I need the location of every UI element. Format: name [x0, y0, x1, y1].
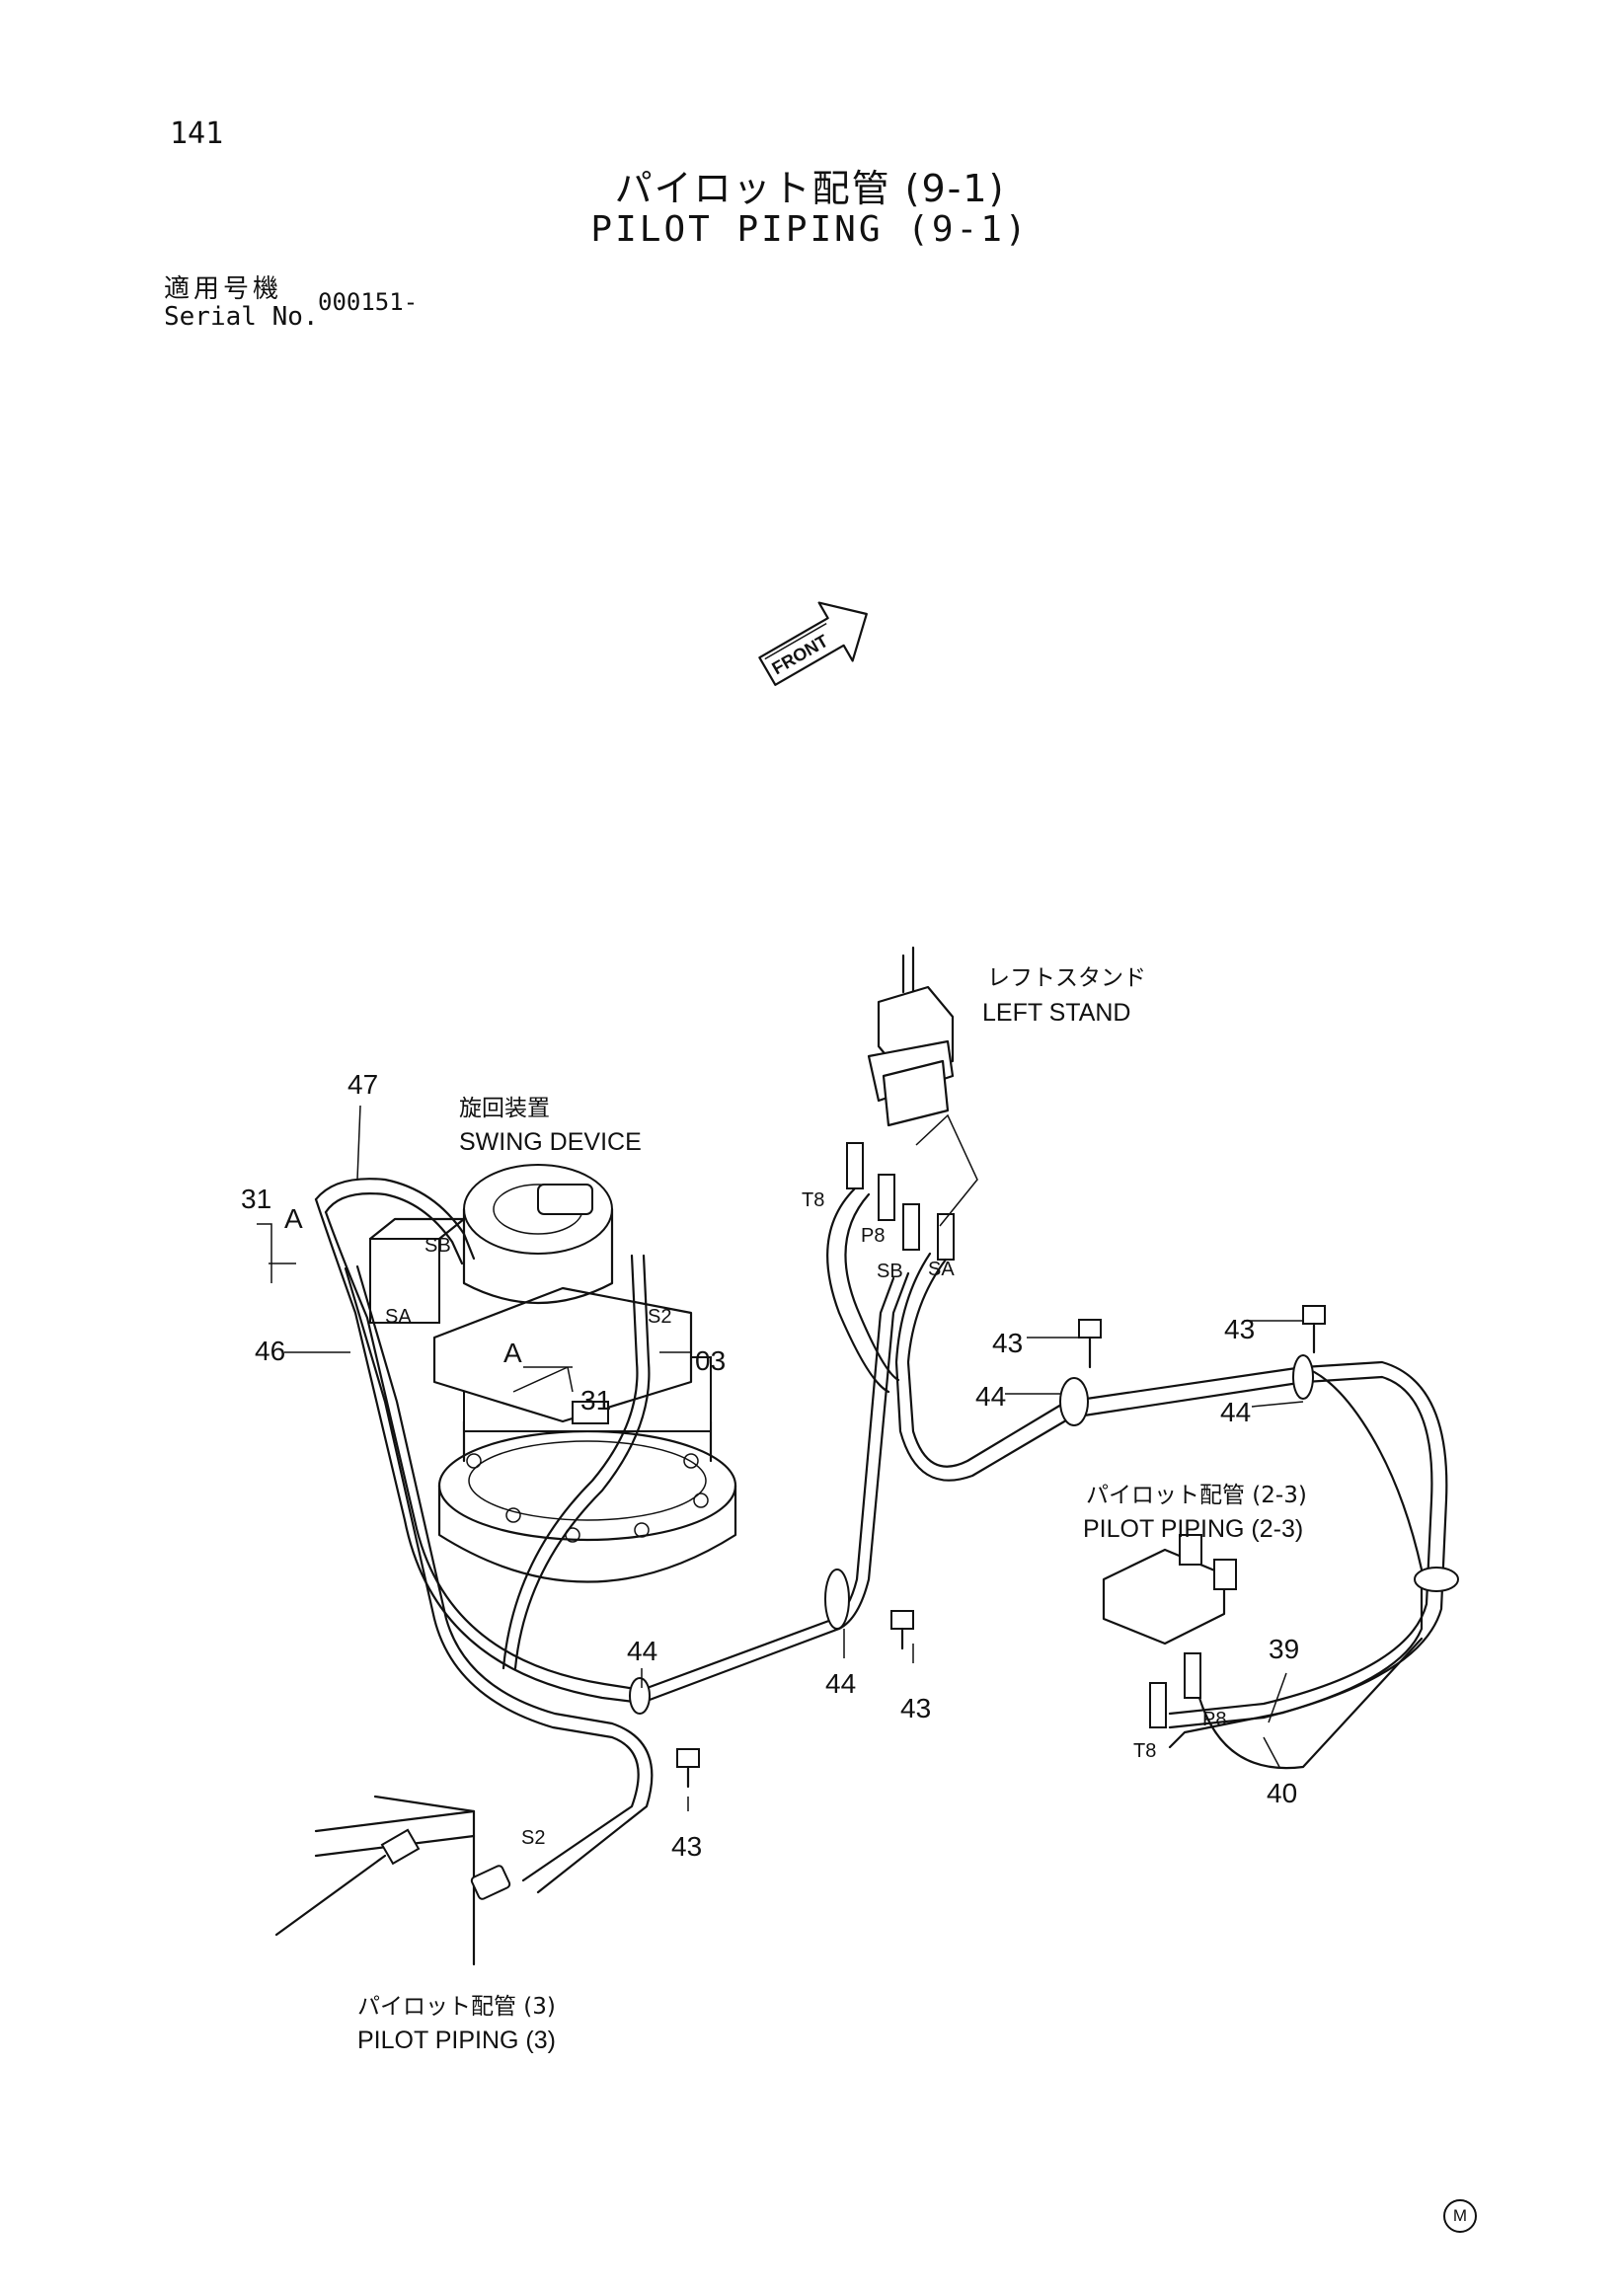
part-number-43: 43: [1224, 1314, 1255, 1344]
part-number-44: 44: [825, 1668, 856, 1699]
port-label-sb: SB: [877, 1261, 903, 1282]
leader-lines: [257, 1105, 1304, 1811]
part-number-31: 31: [580, 1385, 611, 1416]
front-arrow-icon: FRONT: [758, 601, 868, 686]
page-title-japanese: パイロット配管 (9-1): [614, 167, 1006, 210]
m-mark-icon: M: [1443, 2199, 1477, 2233]
part-number-44: 44: [1220, 1397, 1251, 1427]
part-number-40: 40: [1267, 1778, 1297, 1808]
part-number-47: 47: [347, 1069, 378, 1100]
pilot-piping-23-label-japanese: パイロット配管 (2-3): [1086, 1483, 1307, 1508]
pilot-piping-3-label: PILOT PIPING (3): [357, 2027, 556, 2054]
port-label-sa: SA: [385, 1306, 412, 1328]
port-label-p8: P8: [1202, 1709, 1226, 1730]
clamps-and-bolts: [629, 1305, 1459, 1789]
serial-label: Serial No.: [164, 302, 319, 332]
port-label-a: A: [503, 1338, 522, 1368]
part-number-43: 43: [900, 1693, 931, 1723]
part-number-31: 31: [241, 1184, 271, 1214]
part-number-43: 43: [671, 1831, 702, 1862]
swing-device-label: SWING DEVICE: [459, 1128, 642, 1156]
port-label-t8: T8: [1133, 1740, 1156, 1762]
port-label-sb: SB: [424, 1235, 451, 1257]
port-label-p8: P8: [861, 1225, 885, 1247]
serial-label-japanese: 適用号機: [164, 274, 283, 304]
port-label-a: A: [284, 1203, 303, 1234]
page-number: 141: [170, 116, 224, 151]
pilot-valve-block-drawing: [1102, 1534, 1237, 1728]
hoses: [314, 1178, 1448, 1894]
part-number-39: 39: [1269, 1634, 1299, 1664]
part-number-03: 03: [695, 1345, 726, 1376]
part-number-44: 44: [627, 1636, 657, 1666]
pilot-piping-3-label-japanese: パイロット配管 (3): [357, 1994, 556, 2020]
port-label-s2: S2: [521, 1827, 545, 1849]
left-stand-valve-drawing: [846, 946, 955, 1261]
pilot-piping-3-connector-drawing: [274, 1795, 511, 1966]
port-label-t8: T8: [802, 1189, 824, 1211]
port-label-s2: S2: [648, 1306, 671, 1328]
left-stand-label: LEFT STAND: [982, 999, 1131, 1027]
port-label-sa: SA: [928, 1259, 955, 1280]
part-number-43: 43: [992, 1328, 1023, 1358]
part-number-46: 46: [255, 1336, 285, 1366]
part-number-44: 44: [975, 1381, 1006, 1412]
page-title: PILOT PIPING (9-1): [590, 209, 1030, 250]
pilot-piping-23-label: PILOT PIPING (2-3): [1083, 1515, 1303, 1543]
left-stand-label-japanese: レフトスタンド: [987, 965, 1146, 991]
swing-device-label-japanese: 旋回装置: [459, 1096, 550, 1121]
serial-value: 000151-: [318, 288, 419, 316]
swing-device-drawing: [368, 1164, 737, 1583]
